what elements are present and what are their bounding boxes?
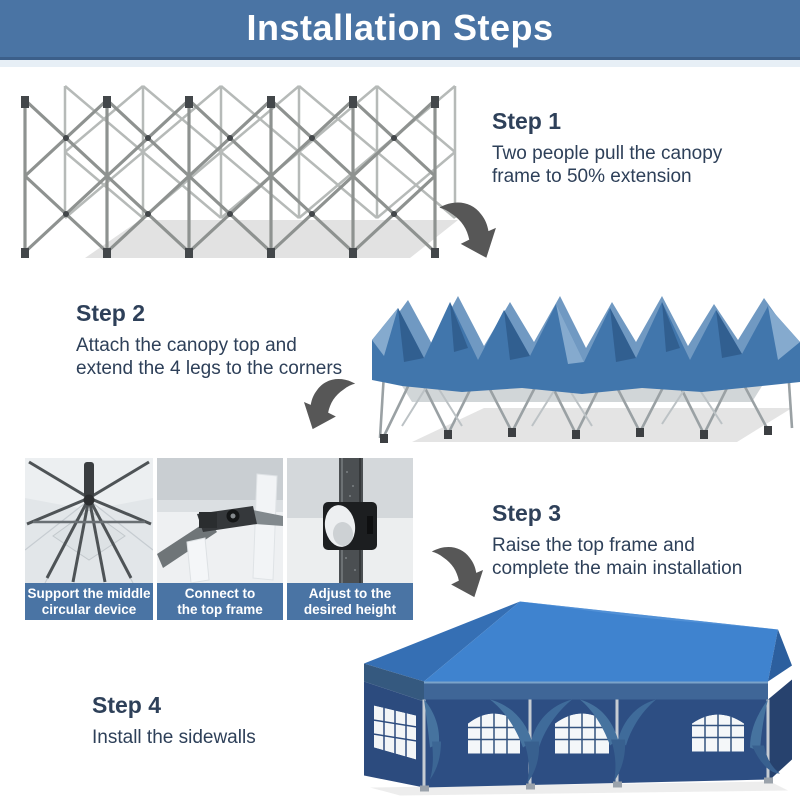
step1-label: Step 1 bbox=[492, 108, 562, 134]
frame-connector-bracket-photo bbox=[157, 458, 283, 583]
curtain-drapes bbox=[424, 699, 780, 784]
tile-caption-support: Support the middle circular device bbox=[25, 583, 153, 620]
leg-feet bbox=[420, 777, 773, 792]
front-window-1 bbox=[468, 713, 520, 754]
leg-feet bbox=[380, 426, 772, 443]
fold-shadows bbox=[398, 302, 742, 362]
curved-arrow-icon bbox=[439, 202, 496, 258]
detail-tile-connect: Connect to the top frame bbox=[157, 458, 283, 620]
page-title: Installation Steps bbox=[246, 7, 554, 48]
velcro-strap-right bbox=[252, 473, 278, 581]
detail-tile-support: Support the middle circular device bbox=[25, 458, 153, 620]
detail-tile-adjust: Adjust to the desired height bbox=[287, 458, 413, 620]
roof-front-slope bbox=[424, 601, 778, 682]
step3-description: Raise the top frame and complete the mai… bbox=[492, 535, 743, 579]
pole-speckle bbox=[345, 471, 356, 571]
canopy-underside-hub-photo bbox=[25, 458, 153, 583]
front-window-2 bbox=[555, 713, 609, 754]
step4-label: Step 4 bbox=[92, 692, 162, 718]
right-wall bbox=[768, 679, 792, 782]
step2-text: Step 2 Attach the canopy top and extend … bbox=[76, 300, 342, 380]
roof-right-slope bbox=[768, 629, 792, 682]
frame-arm-right bbox=[253, 510, 283, 526]
step1-description: Two people pull the canopy frame to 50% … bbox=[492, 143, 723, 187]
center-hub bbox=[83, 494, 95, 506]
roof-left-slope bbox=[364, 601, 520, 682]
step2-label: Step 2 bbox=[76, 300, 146, 326]
tile-caption-adjust: Adjust to the desired height bbox=[287, 583, 413, 620]
back-truss bbox=[63, 85, 457, 219]
collapsed-frame-image bbox=[21, 85, 458, 258]
step4-text: Step 4 Install the sidewalls bbox=[92, 692, 256, 749]
leg-height-adjust-button-photo bbox=[287, 458, 413, 583]
front-window-3 bbox=[692, 714, 744, 752]
velcro-strap-left bbox=[186, 537, 210, 583]
fold-highlights bbox=[372, 304, 800, 364]
canopy-spokes bbox=[26, 460, 152, 583]
front-truss bbox=[23, 98, 437, 254]
step2-description: Attach the canopy top and extend the 4 l… bbox=[76, 335, 343, 379]
step3-text: Step 3 Raise the top frame and complete … bbox=[492, 500, 742, 580]
left-window bbox=[374, 705, 416, 760]
header-banner: Installation Steps bbox=[0, 0, 800, 60]
tile-caption-connect: Connect to the top frame bbox=[157, 583, 283, 620]
assembled-tent-image bbox=[364, 601, 792, 796]
folded-fabric-front bbox=[372, 302, 800, 394]
frame-joints bbox=[21, 96, 439, 258]
step4-description: Install the sidewalls bbox=[92, 727, 256, 748]
roof-valance-front bbox=[424, 681, 768, 702]
curved-arrow-icon bbox=[431, 547, 484, 598]
step1-text: Step 1 Two people pull the canopy frame … bbox=[492, 108, 722, 188]
curved-arrow-icon bbox=[303, 379, 356, 430]
folded-canopy-image bbox=[372, 296, 800, 443]
step3-label: Step 3 bbox=[492, 500, 562, 526]
header-accent-strip bbox=[0, 60, 800, 67]
roof-valance-left bbox=[364, 663, 424, 702]
center-hub-pole bbox=[84, 462, 94, 498]
